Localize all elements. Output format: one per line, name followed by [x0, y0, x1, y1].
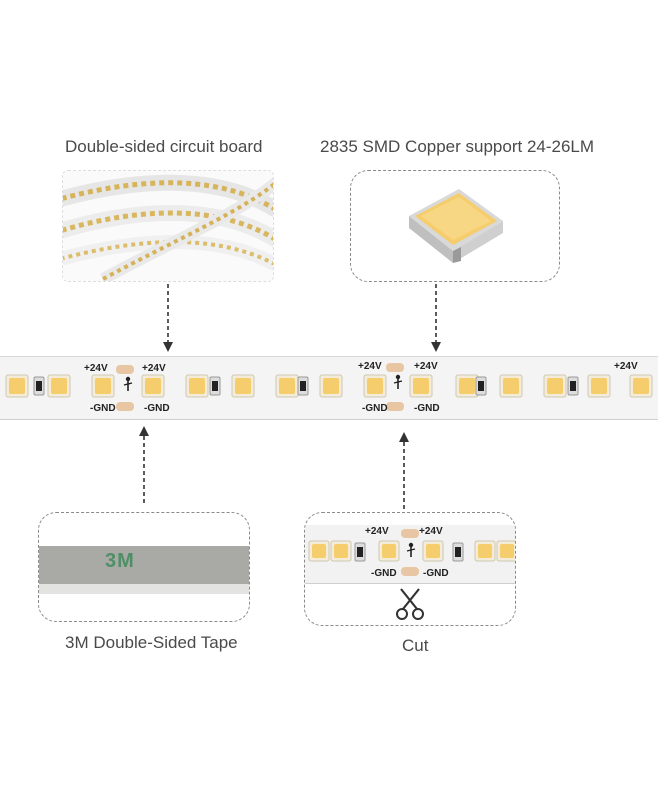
strip-label-positive-3: +24V [358, 361, 382, 372]
led-strip-graphic [5, 363, 653, 411]
led-strip: +24V +24V -GND -GND +24V +24V -GND -GND … [0, 356, 658, 420]
led-emitter-102 [382, 544, 396, 558]
tape-label: 3M Double-Sided Tape [65, 633, 238, 652]
led-emitter-5 [235, 378, 251, 394]
led-emitter-3 [145, 378, 161, 394]
strip-label-positive-1: +24V [84, 363, 108, 374]
cut-label-positive-2: +24V [419, 526, 443, 537]
arrow-smd-to-strip [431, 284, 441, 352]
led-emitter-104 [478, 544, 492, 558]
cut-figure-head-2 [408, 542, 414, 548]
led-emitter-14 [633, 378, 649, 394]
resistor-body-106 [357, 547, 363, 557]
tape-strip: 3M [39, 546, 249, 584]
circuit-board-label: Double-sided circuit board [65, 137, 263, 156]
cut-figure-arm-0 [123, 382, 133, 386]
cut-label-negative-2: -GND [423, 568, 449, 579]
led-emitter-12 [547, 378, 563, 394]
coiled-strip-image [63, 171, 273, 281]
resistor-body-107 [455, 547, 461, 557]
copper-pad-21 [116, 402, 134, 411]
led-emitter-100 [312, 544, 326, 558]
led-emitter-0 [9, 378, 25, 394]
copper-pad-20 [116, 365, 134, 374]
circuit-board-photo-frame [62, 170, 274, 282]
arrow-strip-to-cut [399, 432, 409, 512]
tape-logo: 3M [105, 550, 135, 572]
cut-frame: +24V +24V -GND -GND [304, 512, 516, 626]
copper-pad-22 [386, 363, 404, 372]
cut-figure-arm-1 [393, 380, 403, 384]
smd-chip-frame [350, 170, 560, 282]
scissors-icon [396, 588, 424, 620]
strip-label-negative-3: -GND [362, 403, 388, 414]
copper-pad-23 [386, 402, 404, 411]
tape-liner [39, 584, 249, 594]
resistor-body-16 [212, 381, 218, 391]
led-emitter-103 [426, 544, 440, 558]
cut-figure-head-1 [395, 374, 401, 380]
led-emitter-4 [189, 378, 205, 394]
cut-label-positive-1: +24V [365, 526, 389, 537]
led-emitter-1 [51, 378, 67, 394]
smd-chip-image [409, 189, 503, 263]
resistor-body-15 [36, 381, 42, 391]
smd-label: 2835 SMD Copper support 24-26LM [320, 137, 595, 156]
resistor-body-19 [570, 381, 576, 391]
led-emitter-2 [95, 378, 111, 394]
cut-strip-graphic [308, 529, 515, 576]
cut-figure-head-0 [125, 376, 131, 382]
strip-label-positive-4: +24V [414, 361, 438, 372]
led-emitter-13 [591, 378, 607, 394]
led-emitter-7 [323, 378, 339, 394]
strip-label-negative-4: -GND [414, 403, 440, 414]
cut-figure-arm-2 [406, 548, 416, 552]
cut-strip-detail: +24V +24V -GND -GND [305, 525, 515, 584]
led-emitter-105 [500, 544, 514, 558]
strip-label-positive-5: +24V [614, 361, 638, 372]
copper-pad-108 [401, 529, 419, 538]
led-emitter-10 [459, 378, 475, 394]
resistor-body-17 [300, 381, 306, 391]
led-emitter-101 [334, 544, 348, 558]
strip-label-negative-1: -GND [90, 403, 116, 414]
cut-label: Cut [402, 636, 429, 655]
copper-pad-109 [401, 567, 419, 576]
tape-frame: 3M [38, 512, 250, 622]
led-emitter-8 [367, 378, 383, 394]
arrow-circuit-to-strip [163, 284, 173, 352]
led-emitter-11 [503, 378, 519, 394]
resistor-body-18 [478, 381, 484, 391]
led-emitter-6 [279, 378, 295, 394]
led-emitter-9 [413, 378, 429, 394]
strip-label-negative-2: -GND [144, 403, 170, 414]
arrow-strip-to-tape [139, 426, 149, 504]
cut-label-negative-1: -GND [371, 568, 397, 579]
strip-label-positive-2: +24V [142, 363, 166, 374]
